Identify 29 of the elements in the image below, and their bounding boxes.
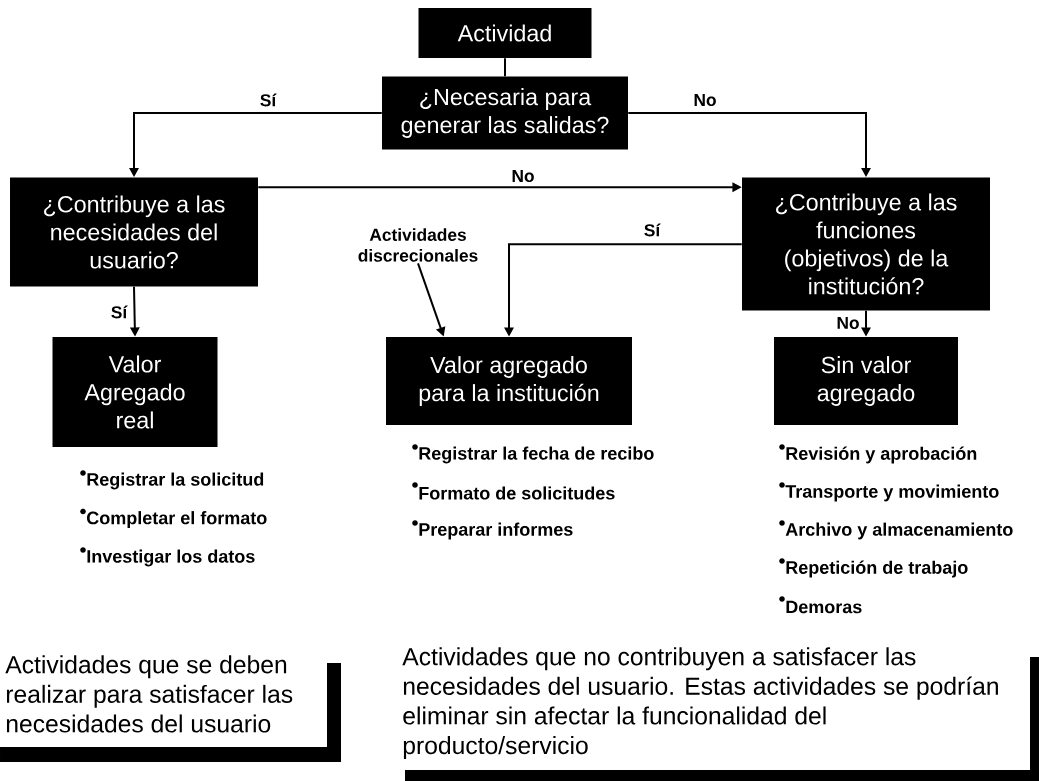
note-box: Actividades que no contribuyen a satisfacer las necesidades del usuario. Estas actividades se podrían eliminar sin afectar la funcionalidad del producto/servicio: [402, 647, 1039, 781]
process-box: Sin valor agregado: [774, 337, 958, 425]
list-item: Preparar informes: [412, 520, 573, 540]
process-box: Valor agregado para la institución: [386, 337, 632, 425]
list-item: Transporte y movimiento: [779, 482, 999, 502]
edge-label: Sí: [258, 92, 278, 108]
list-item: Registrar la solicitud: [80, 470, 264, 490]
edge-label: Sí: [642, 222, 662, 238]
list-item: Revisión y aprobación: [779, 444, 977, 464]
list-item: Investigar los datos: [80, 547, 255, 567]
list-item: Archivo y almacenamiento: [779, 520, 1013, 540]
node-label: Actividades que se deben realizar para satisfacer las necesidades del usuario: [5, 655, 293, 733]
process-box: ¿Contribuye a las funciones (objetivos) de la institución?: [742, 177, 990, 311]
edge-label: No: [835, 315, 861, 331]
process-box: ¿Necesaria para generar las salidas?: [382, 76, 628, 150]
list-item: Demoras: [779, 596, 862, 614]
edge-label: No: [510, 168, 536, 184]
list-item: Formato de solicitudes: [412, 482, 615, 500]
process-box: Actividad: [418, 8, 592, 58]
process-box: ¿Contribuye a las necesidades del usuario?: [10, 177, 258, 287]
list-item: Completar el formato: [80, 508, 267, 528]
node-label: Actividades que no contribuyen a satisfacer las necesidades del usuario. Estas actividades se podrían eliminar sin afectar la funcionalidad del producto/servicio: [402, 647, 998, 760]
process-box: Valor Agregado real: [52, 337, 218, 447]
edge-label: Sí: [109, 304, 129, 320]
note-box: Actividades que se deben realizar para satisfacer las necesidades del usuario: [0, 655, 341, 762]
list-item: Registrar la fecha de recibo: [412, 444, 654, 464]
list-item: Repetición de trabajo: [779, 558, 968, 578]
edge-label: No: [692, 92, 718, 108]
annotation-text: Actividades discrecionales: [358, 228, 478, 262]
